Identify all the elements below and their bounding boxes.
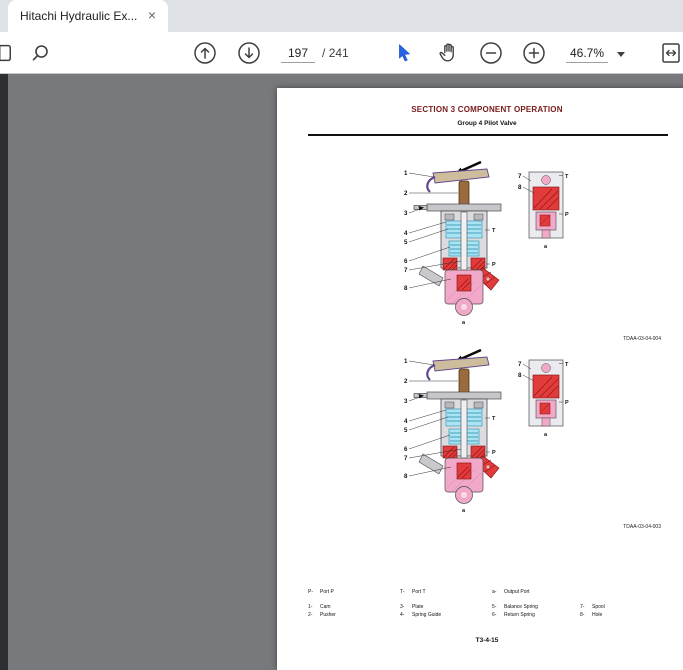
tab-hitachi-manual[interactable]: Hitachi Hydraulic Ex... × (8, 0, 168, 32)
callout-6: 6 (404, 258, 408, 265)
pdf-page: SECTION 3 COMPONENT OPERATION Group 4 Pi… (277, 88, 683, 670)
pdf-viewport[interactable]: SECTION 3 COMPONENT OPERATION Group 4 Pi… (0, 74, 683, 670)
port-t-label: T (492, 228, 496, 234)
callout-leaders (408, 172, 462, 289)
lower-housing (444, 269, 484, 316)
pilot-valve-diagram-1: T P a 1 2 3 4 (404, 160, 569, 326)
plate (413, 203, 502, 212)
callout-5: 5 (404, 239, 408, 246)
page-total: 241 (328, 46, 349, 60)
legend-row: 1-Cam 3-Plate 5-Balance Spring 7-Spool (308, 603, 673, 611)
select-tool-icon[interactable] (393, 42, 415, 69)
legend-item: 6-Return Spring (492, 612, 535, 618)
zoom-level-dropdown[interactable]: 46.7% (566, 43, 626, 65)
fit-page-icon[interactable] (659, 41, 683, 70)
legend-item (580, 588, 673, 596)
legend-item: 7-Spool (580, 604, 605, 610)
search-icon[interactable] (30, 43, 50, 68)
pdf-toolbar: / 241 46.7% (0, 32, 683, 74)
detail-port-t-label: T (565, 174, 569, 180)
spring-guide (444, 213, 484, 221)
legend-row: 2-Pusher 4-Spring Guide 6-Return Spring … (308, 611, 673, 619)
page-up-button[interactable] (193, 41, 217, 70)
zoom-in-button[interactable] (522, 41, 546, 70)
browser-tab-bar: Hitachi Hydraulic Ex... × (0, 0, 683, 32)
legend-item: 3-Plate (400, 604, 424, 610)
drain-passage (418, 265, 444, 287)
figure-code-1: TDAA-03-04-004 (623, 336, 661, 342)
callout-8: 8 (404, 285, 408, 292)
tab-title: Hitachi Hydraulic Ex... (20, 9, 138, 23)
detail-output-port-label: a (544, 244, 548, 250)
zoom-level-value: 46.7% (566, 45, 609, 63)
callout-3: 3 (404, 210, 408, 217)
zoom-out-button[interactable] (479, 41, 503, 70)
page-number-footer: T3-4-15 (475, 637, 499, 644)
legend: P-Port P T-Port T a-Output Port 1-Cam 3-… (308, 588, 673, 619)
cam-plate (426, 168, 490, 193)
hand-tool-icon[interactable] (437, 42, 459, 69)
valve-cross-section: T P a 1 2 3 4 (404, 160, 569, 326)
legend-item: 4-Spring Guide (400, 612, 442, 618)
callout-2: 2 (404, 190, 408, 197)
collapsed-sidebar-edge (0, 74, 8, 670)
legend-item: 2-Pusher (308, 612, 336, 618)
page-number-input[interactable] (281, 43, 315, 63)
sidebar-toggle-icon[interactable] (0, 42, 13, 69)
page-down-button[interactable] (237, 41, 261, 70)
detail-callout-8: 8 (518, 184, 522, 191)
figure-code-2: TDAA-03-04-003 (623, 524, 661, 530)
title-divider (308, 134, 668, 136)
detail-callout-7: 7 (518, 173, 522, 180)
legend-item: a-Output Port (492, 589, 530, 595)
callout-1: 1 (404, 170, 408, 177)
page-count-label: / 241 (322, 46, 349, 60)
group-title: Group 4 Pilot Valve (457, 120, 517, 127)
legend-item: 1-Cam (308, 604, 331, 610)
legend-item: P-Port P (308, 589, 334, 595)
section-title: SECTION 3 COMPONENT OPERATION (411, 105, 563, 114)
spool (460, 211, 468, 273)
legend-item: T-Port T (400, 589, 426, 595)
output-port-label: a (462, 320, 466, 326)
legend-item: 5-Balance Spring (492, 604, 538, 610)
callout-7: 7 (404, 267, 408, 274)
callout-4: 4 (404, 230, 408, 237)
chevron-down-icon (617, 51, 626, 57)
legend-row: P-Port P T-Port T a-Output Port (308, 588, 673, 596)
legend-item: 8-Hole (580, 612, 603, 618)
page-separator: / (322, 46, 326, 60)
port-p-label: P (492, 262, 496, 268)
detail-port-p-label: P (565, 212, 569, 218)
pilot-valve-diagram-2 (402, 348, 571, 516)
tab-close-icon[interactable]: × (147, 7, 157, 23)
port-sections (442, 257, 486, 271)
spool-detail-inset: T P a 7 8 (518, 171, 569, 250)
pusher (458, 180, 470, 208)
